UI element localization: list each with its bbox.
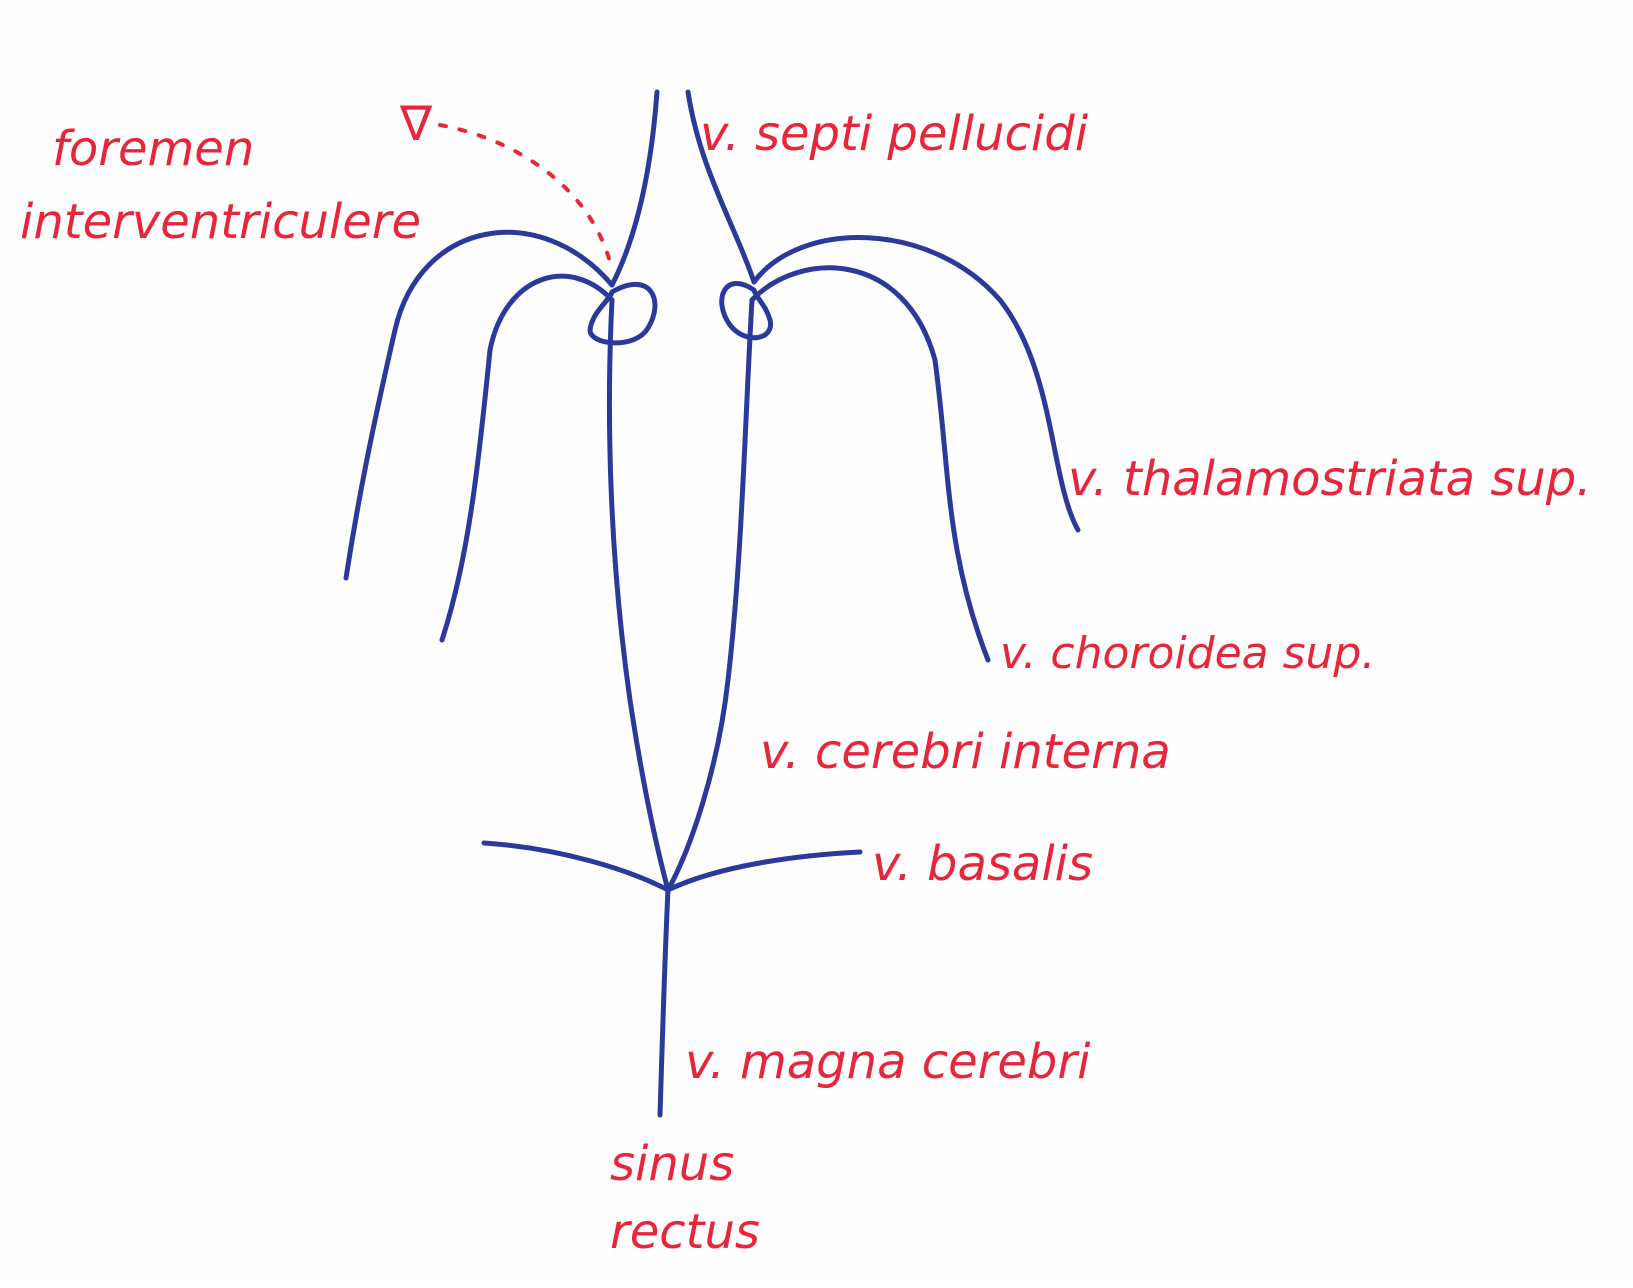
label-sinus-line1: sinus bbox=[610, 1136, 734, 1192]
left-internal-cerebral-vein bbox=[609, 300, 668, 890]
label-cerebri-interna: v. cerebri interna bbox=[760, 724, 1171, 780]
left-basal-vein bbox=[484, 843, 668, 890]
label-thalamostriata: v. thalamostriata sup. bbox=[1068, 451, 1592, 507]
left-thalamostriate-vein bbox=[346, 232, 612, 578]
left-choroid-vein bbox=[442, 276, 612, 640]
label-foramen-marker: ∇ bbox=[399, 96, 433, 152]
left-septal-vein bbox=[612, 92, 657, 285]
great-cerebral-vein bbox=[660, 890, 668, 1115]
label-choroidea: v. choroidea sup. bbox=[1000, 628, 1375, 679]
label-septi-pellucidi: v. septi pellucidi bbox=[700, 106, 1089, 162]
left-foramen-loop bbox=[590, 284, 655, 342]
label-foramen-line2: interventriculere bbox=[20, 194, 421, 250]
right-thalamostriate-vein bbox=[754, 238, 1078, 530]
right-choroid-vein bbox=[752, 268, 988, 660]
right-basal-vein bbox=[668, 852, 860, 890]
label-foramen-line1: foremen bbox=[52, 121, 254, 177]
label-magna-cerebri: v. magna cerebri bbox=[685, 1034, 1091, 1090]
vein-drawing bbox=[346, 92, 1078, 1115]
right-internal-cerebral-vein bbox=[668, 300, 752, 890]
label-sinus-line2: rectus bbox=[610, 1204, 760, 1260]
label-basalis: v. basalis bbox=[872, 836, 1093, 892]
